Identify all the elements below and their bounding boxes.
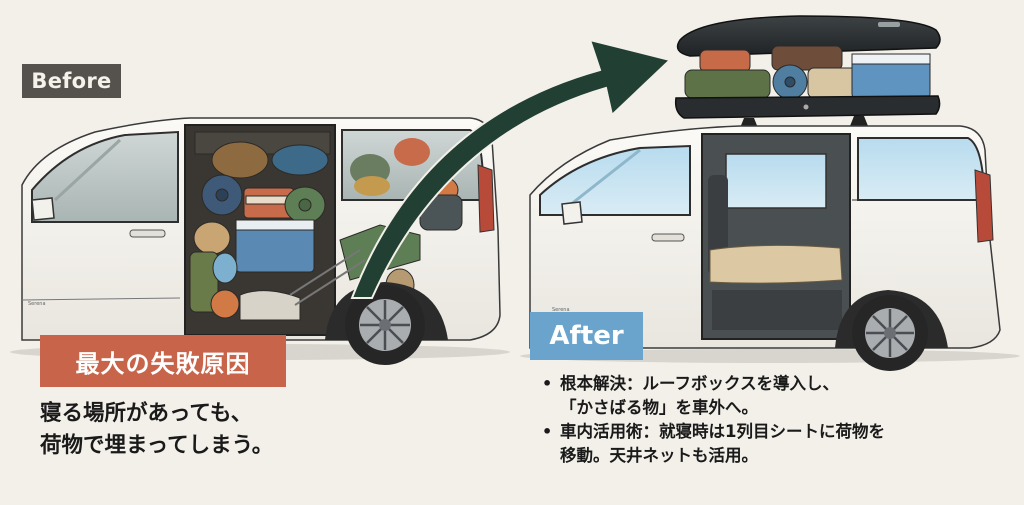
solution-item-interior-tip: • 車内活用術：就寝時は1列目シートに荷物を 移動。天井ネットも活用。 — [542, 420, 1012, 468]
after-label: After — [530, 312, 643, 360]
bullet-icon: • — [542, 374, 553, 393]
svg-text:Serena: Serena — [28, 301, 46, 307]
after-car-illustration: Serena — [520, 15, 1020, 371]
svg-text:Serena: Serena — [552, 307, 570, 313]
solution-item-line-1: 車内活用術：就寝時は1列目シートに荷物を — [560, 422, 885, 441]
solution-item-root-fix: • 根本解決：ルーフボックスを導入し、 「かさばる物」を車外へ。 — [542, 372, 1012, 420]
roof-box — [674, 15, 941, 128]
curved-arrow-icon — [350, 38, 673, 299]
solution-item-line-2: 移動。天井ネットも活用。 — [560, 446, 758, 465]
problem-description: 寝る場所があっても、 荷物で埋まってしまう。 — [40, 398, 360, 462]
before-car-illustration: Serena — [10, 117, 510, 365]
problem-line-1: 寝る場所があっても、 — [40, 401, 253, 426]
before-label: Before — [22, 64, 121, 98]
failure-cause-label: 最大の失敗原因 — [40, 335, 286, 387]
solution-item-line-2: 「かさばる物」を車外へ。 — [560, 398, 758, 417]
solution-list: • 根本解決：ルーフボックスを導入し、 「かさばる物」を車外へ。 • 車内活用術… — [542, 372, 1012, 468]
problem-line-2: 荷物で埋まってしまう。 — [40, 433, 274, 458]
solution-item-line-1: 根本解決：ルーフボックスを導入し、 — [560, 374, 840, 393]
bullet-icon: • — [542, 422, 553, 441]
